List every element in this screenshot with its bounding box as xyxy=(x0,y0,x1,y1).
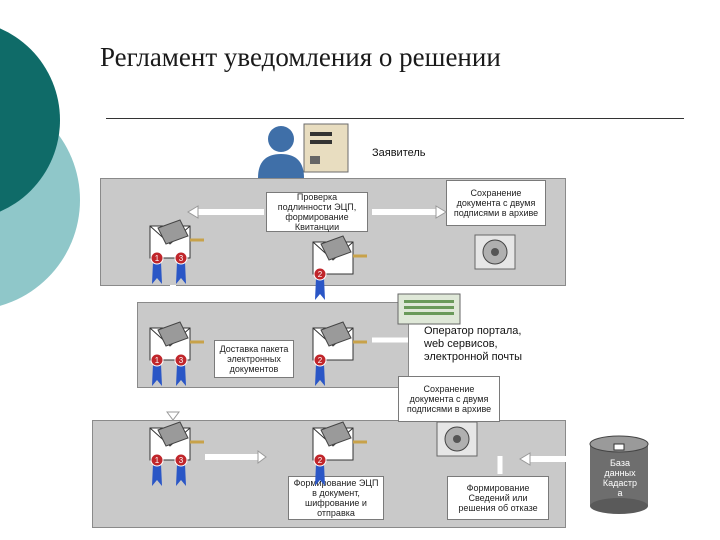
decor-circle-dark xyxy=(0,28,60,212)
signature-ribbon-icon xyxy=(315,278,325,300)
title-divider xyxy=(106,118,684,119)
signature-badge-number: 1 xyxy=(155,254,160,263)
applicant-label: Заявитель xyxy=(372,147,426,159)
signed-envelope-icon xyxy=(312,421,367,461)
signature-badge xyxy=(174,453,188,467)
signature-badge-number: 1 xyxy=(155,356,160,365)
verify-signature-box: Проверка подлинности ЭЦП, формирование К… xyxy=(266,192,368,232)
signature-badge xyxy=(313,353,327,367)
signature-badge xyxy=(150,353,164,367)
signature-ribbon-icon xyxy=(152,364,162,386)
archive-disk-top-icon xyxy=(474,234,516,270)
save-archive-top-box: Сохранение документа с двумя подписями в… xyxy=(446,180,546,226)
delivery-package-box: Доставка пакета электронных документов xyxy=(214,340,294,378)
signed-envelope-icon xyxy=(312,321,367,361)
signature-ribbon-icon xyxy=(176,262,186,284)
signature-ribbon-icon xyxy=(152,262,162,284)
signature-badge-number: 3 xyxy=(179,356,184,365)
signature-ribbon-icon xyxy=(152,464,162,486)
signature-badge-number: 3 xyxy=(179,456,184,465)
signature-badge xyxy=(174,353,188,367)
signature-ribbon-icon xyxy=(315,464,325,486)
signature-ribbon-icon xyxy=(315,364,325,386)
signature-badge-number: 1 xyxy=(155,456,160,465)
signature-badge-number: 2 xyxy=(318,356,323,365)
signature-badge xyxy=(150,251,164,265)
signature-badge xyxy=(150,453,164,467)
operator-label: Оператор портала, web сервисов, электрон… xyxy=(424,325,523,363)
signature-ribbon-icon xyxy=(176,364,186,386)
signature-badge xyxy=(313,453,327,467)
signature-badge-number: 2 xyxy=(318,456,323,465)
signature-badge xyxy=(313,267,327,281)
archive-disk-mid-icon xyxy=(436,421,478,457)
slide-title: Регламент уведомления о решении xyxy=(100,42,501,72)
signature-badge-number: 3 xyxy=(179,254,184,263)
signature-ribbon-icon xyxy=(176,464,186,486)
save-archive-mid-box: Сохранение документа с двумя подписями в… xyxy=(398,376,500,422)
signature-badge-number: 2 xyxy=(318,270,323,279)
sign-encrypt-send-box: Формирование ЭЦП в документ, шифрование … xyxy=(288,476,384,520)
signature-badge xyxy=(174,251,188,265)
form-decision-box: Формирование Сведений или решения об отк… xyxy=(447,476,549,520)
database-label: База данных Кадастр а xyxy=(602,458,638,498)
